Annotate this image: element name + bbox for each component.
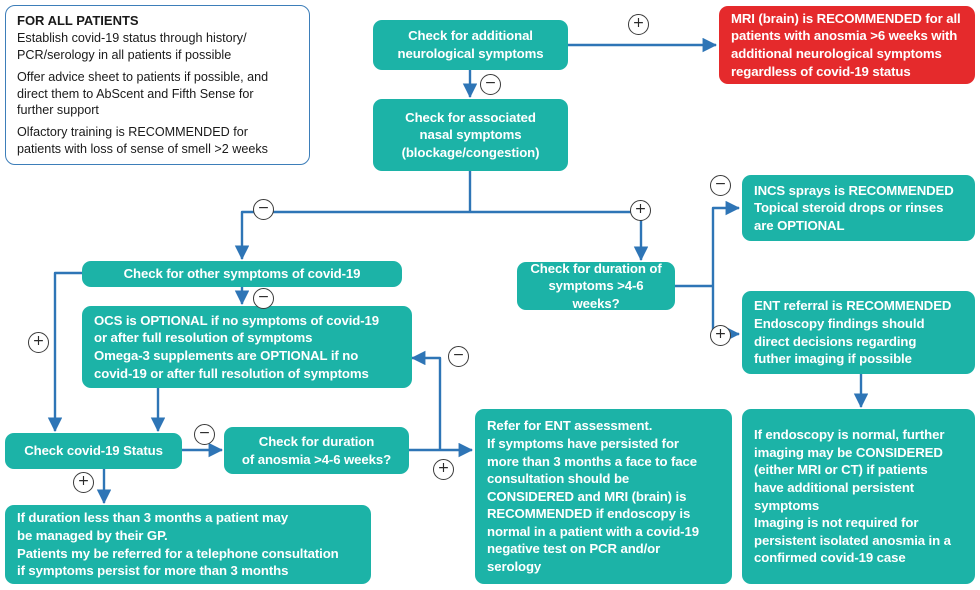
node-incs-sprays-recommended[interactable]: INCS sprays is RECOMMENDED Topical stero… <box>742 175 975 241</box>
edge-duration-to-incs <box>711 200 740 286</box>
node-ocs-optional[interactable]: OCS is OPTIONAL if no symptoms of covid-… <box>82 306 412 388</box>
minus-icon-nasal-to-other: − <box>253 199 274 220</box>
for-all-patients-panel: FOR ALL PATIENTS Establish covid-19 stat… <box>5 5 310 165</box>
node-check-duration-of-symptoms[interactable]: Check for duration of symptoms >4-6 week… <box>517 261 675 311</box>
minus-icon-other-to-ocs: − <box>253 288 274 309</box>
node-refer-for-ent-assessment[interactable]: Refer for ENT assessment. If symptoms ha… <box>475 409 732 584</box>
plus-icon-anosmia-to-refer-ent: + <box>433 459 454 480</box>
node-check-additional-neurological-symptoms[interactable]: Check for additional neurological sympto… <box>373 20 568 70</box>
node-check-other-symptoms-of-covid-19[interactable]: Check for other symptoms of covid-19 <box>82 261 402 287</box>
minus-icon-covid-to-anosmia: − <box>194 424 215 445</box>
edge-other-to-covid-status <box>47 271 82 432</box>
edge-nasal-to-other <box>234 210 470 260</box>
edge-nasal-to-duration-symptoms <box>470 210 649 261</box>
node-ent-referral-recommended[interactable]: ENT referral is RECOMMENDED Endoscopy fi… <box>742 291 975 374</box>
plus-icon-covid-to-gp: + <box>73 472 94 493</box>
node-gp-management[interactable]: If duration less than 3 months a patient… <box>5 505 371 584</box>
plus-icon-duration-to-ent: + <box>710 325 731 346</box>
minus-icon-neuro-to-nasal: − <box>480 74 501 95</box>
minus-icon-duration-to-incs: − <box>710 175 731 196</box>
minus-icon-anosmia-to-ocs: − <box>448 346 469 367</box>
panel-paragraph-2: Offer advice sheet to patients if possib… <box>17 70 269 118</box>
node-check-duration-of-anosmia[interactable]: Check for duration of anosmia >4-6 weeks… <box>224 427 409 474</box>
panel-title: FOR ALL PATIENTS <box>17 13 139 28</box>
plus-icon-other-to-covid-status: + <box>28 332 49 353</box>
plus-icon-neuro-to-mri: + <box>628 14 649 35</box>
plus-icon-nasal-to-duration: + <box>630 200 651 221</box>
panel-paragraph-1: Establish covid-19 status through histor… <box>17 31 247 62</box>
node-mri-brain-recommended[interactable]: MRI (brain) is RECOMMENDED for all patie… <box>719 6 975 84</box>
edge-anosmia-to-ocs <box>411 350 442 450</box>
node-endoscopy-normal-imaging[interactable]: If endoscopy is normal, further imaging … <box>742 409 975 584</box>
node-check-covid-19-status[interactable]: Check covid-19 Status <box>5 433 182 469</box>
panel-paragraph-3: Olfactory training is RECOMMENDED for pa… <box>17 125 268 156</box>
node-check-associated-nasal-symptoms[interactable]: Check for associated nasal symptoms (blo… <box>373 99 568 171</box>
